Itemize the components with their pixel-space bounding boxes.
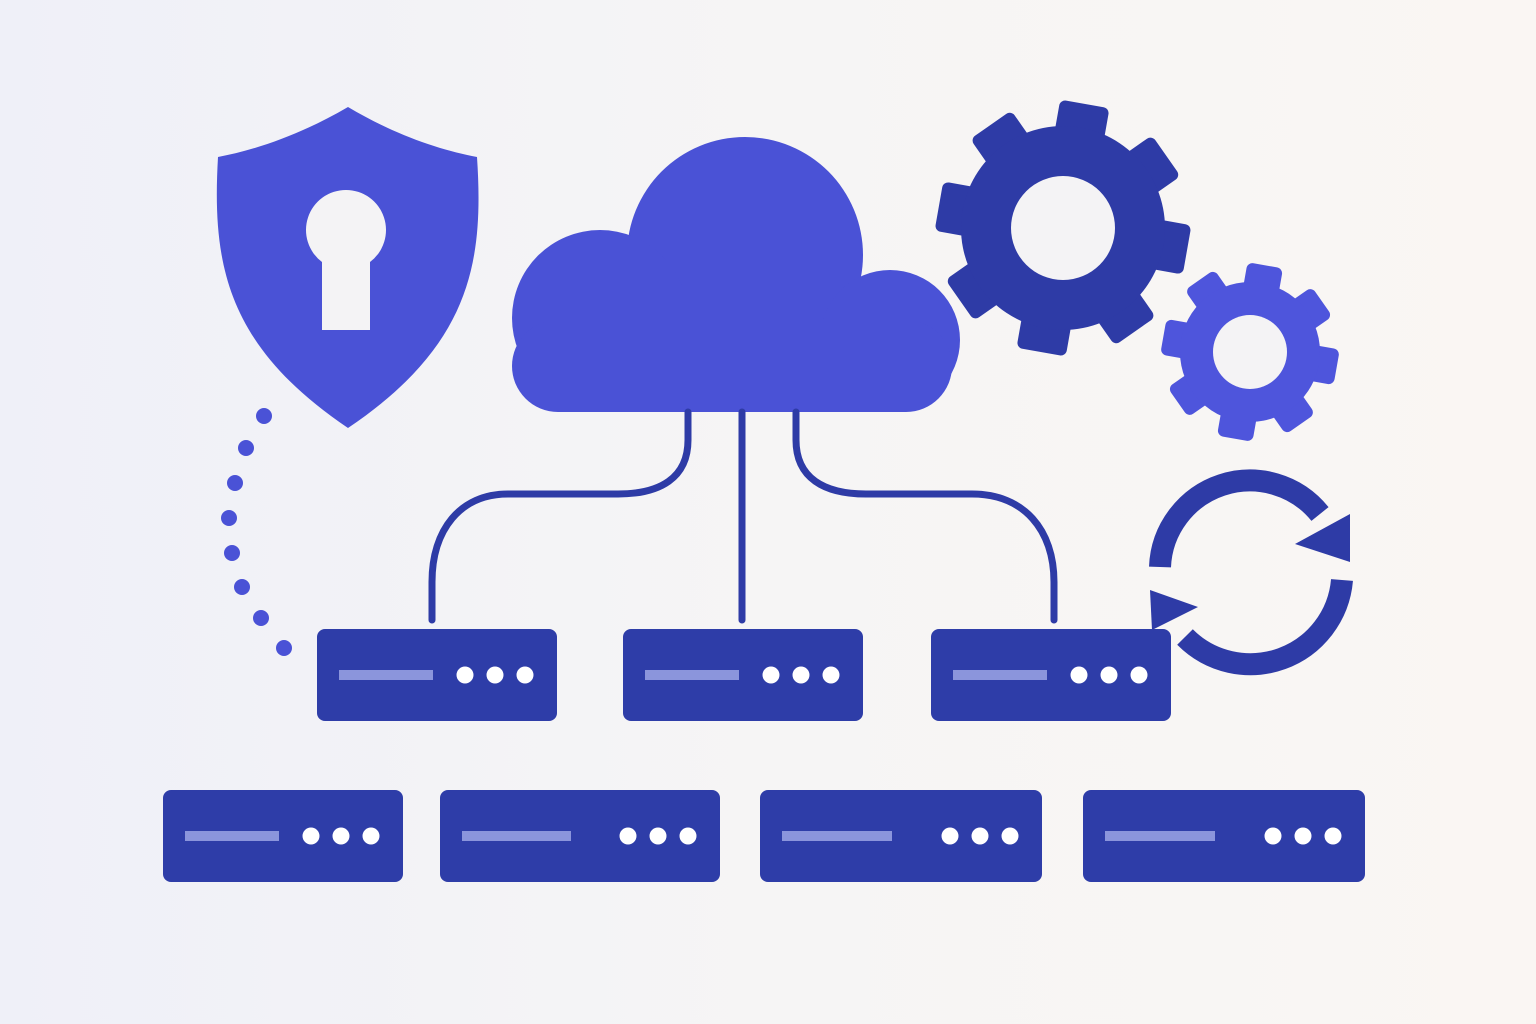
- server-icon: [440, 790, 720, 882]
- server-body: [163, 790, 403, 882]
- server-drive-slot: [185, 831, 279, 841]
- server-body: [1083, 790, 1365, 882]
- cloud-icon: [512, 137, 960, 412]
- server-body: [760, 790, 1042, 882]
- server-status-light: [1130, 666, 1148, 684]
- server-status-light: [1324, 827, 1342, 845]
- server-status-light: [486, 666, 504, 684]
- server-icon: [623, 629, 863, 721]
- dotted-connector: [221, 408, 292, 656]
- server-status-light: [1100, 666, 1118, 684]
- server-status-light: [762, 666, 780, 684]
- server-status-light: [332, 827, 350, 845]
- server-status-light: [649, 827, 667, 845]
- server-status-light: [792, 666, 810, 684]
- server-status-light: [971, 827, 989, 845]
- server-status-light: [1294, 827, 1312, 845]
- server-drive-slot: [645, 670, 739, 680]
- network-connections: [428, 408, 1058, 624]
- server-body: [931, 629, 1171, 721]
- server-icon: [1083, 790, 1365, 882]
- keyhole-icon: [305, 190, 386, 330]
- server-status-light: [679, 827, 697, 845]
- server-drive-slot: [462, 831, 571, 841]
- server-icon: [317, 629, 557, 721]
- shield-lock-icon: [216, 107, 479, 428]
- server-body: [317, 629, 557, 721]
- server-body: [440, 790, 720, 882]
- server-icon: [760, 790, 1042, 882]
- gear-tooth: [947, 261, 1002, 319]
- gear-tooth: [1096, 289, 1154, 344]
- server-drive-slot: [339, 670, 433, 680]
- server-body: [623, 629, 863, 721]
- server-icon: [163, 790, 403, 882]
- server-drive-slot: [782, 831, 892, 841]
- server-status-light: [822, 666, 840, 684]
- server-status-light: [456, 666, 474, 684]
- sync-arrows-icon: [1149, 469, 1353, 676]
- gear-tooth: [1124, 137, 1179, 195]
- server-drive-slot: [953, 670, 1047, 680]
- server-icon: [931, 629, 1171, 721]
- server-status-light: [1264, 827, 1282, 845]
- server-status-light: [1070, 666, 1088, 684]
- gear-tooth: [972, 112, 1030, 167]
- server-status-light: [941, 827, 959, 845]
- gear-icon-small: [1161, 263, 1339, 441]
- server-racks: [163, 629, 1365, 882]
- server-status-light: [619, 827, 637, 845]
- server-status-light: [362, 827, 380, 845]
- server-status-light: [302, 827, 320, 845]
- gear-icon: [935, 100, 1191, 356]
- server-status-light: [516, 666, 534, 684]
- server-drive-slot: [1105, 831, 1215, 841]
- server-status-light: [1001, 827, 1019, 845]
